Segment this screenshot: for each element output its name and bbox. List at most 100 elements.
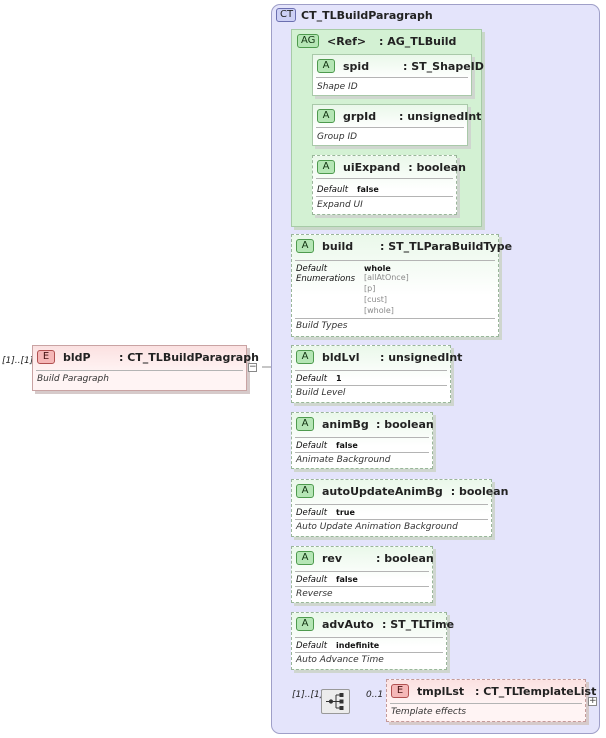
divider (36, 370, 243, 371)
element-badge: E (37, 350, 55, 364)
default-value: false (336, 441, 358, 450)
enum-value: [p] (364, 284, 376, 293)
child-cardinality: 0..1 (366, 690, 384, 700)
divider (295, 385, 447, 386)
attribute-bldLvl[interactable]: A bldLvl : unsignedInt Default 1 Build L… (291, 345, 462, 403)
root-cardinality: [1]..[1] (2, 356, 34, 366)
attribute-doc: Shape ID (317, 82, 358, 92)
attribute-doc: Auto Advance Time (296, 655, 384, 665)
element-name: tmplLst (417, 684, 465, 698)
attribute-type: : ST_TLTime (382, 617, 455, 631)
default-value: false (357, 185, 379, 194)
attribute-doc: Reverse (296, 589, 333, 599)
enum-value: [whole] (364, 306, 394, 315)
attribute-type: : boolean (376, 417, 434, 431)
default-label: Default (296, 508, 328, 518)
default-value: true (336, 508, 355, 517)
divider (295, 637, 443, 638)
attribute-badge: A (296, 617, 314, 631)
attribute-type: : boolean (408, 160, 466, 174)
attribute-badge: A (317, 59, 335, 73)
sequence-compositor-icon (326, 693, 344, 710)
attribute-doc: Auto Update Animation Background (296, 522, 458, 532)
root-element-doc: Build Paragraph (37, 374, 109, 384)
attribute-name: autoUpdateAnimBg (322, 484, 443, 498)
divider (295, 586, 429, 587)
sequence-compositor[interactable] (321, 689, 350, 714)
default-value: whole (364, 264, 391, 273)
attribute-spid[interactable]: A spid : ST_ShapeID Shape ID (312, 54, 484, 96)
attribute-name: build (322, 239, 354, 253)
element-badge: E (391, 684, 409, 698)
divider (295, 452, 429, 453)
attribute-group-type: : AG_TLBuild (379, 34, 457, 48)
attribute-type: : ST_TLParaBuildType (380, 239, 513, 253)
attribute-group-badge: AG (297, 34, 319, 48)
attribute-badge: A (317, 109, 335, 123)
default-label: Default (296, 374, 328, 384)
attribute-name: bldLvl (322, 350, 360, 364)
attribute-badge: A (296, 239, 314, 253)
attribute-advAuto[interactable]: A advAuto : ST_TLTime Default indefinite… (291, 612, 454, 670)
default-value: indefinite (336, 641, 380, 650)
divider (295, 370, 447, 371)
default-value: false (336, 575, 358, 584)
default-value: 1 (336, 374, 342, 383)
attribute-name: grpId (343, 109, 377, 123)
attribute-name: rev (322, 551, 343, 565)
attribute-type: : boolean (376, 551, 434, 565)
attribute-badge: A (296, 484, 314, 498)
attribute-doc: Build Level (296, 388, 346, 398)
attribute-name: spid (343, 59, 370, 73)
divider (295, 652, 443, 653)
enum-value: [allAtOnce] (364, 273, 409, 282)
attribute-doc: Build Types (296, 321, 348, 331)
attribute-animBg[interactable]: A animBg : boolean Default false Animate… (291, 412, 434, 469)
attribute-name: uiExpand (343, 160, 401, 174)
element-type: : CT_TLTemplateList (475, 684, 597, 698)
divider (295, 571, 429, 572)
attribute-badge: A (296, 417, 314, 431)
default-label: Default (296, 441, 328, 451)
divider (316, 178, 453, 179)
attribute-name: advAuto (322, 617, 374, 631)
attribute-badge: A (296, 350, 314, 364)
default-label: Default (296, 641, 328, 651)
element-doc: Template effects (391, 707, 467, 717)
sequence-cardinality: [1]..[1] (292, 690, 324, 700)
divider (295, 504, 488, 505)
attribute-type: : unsignedInt (399, 109, 482, 123)
attribute-rev[interactable]: A rev : boolean Default false Reverse (291, 546, 434, 603)
divider (295, 260, 495, 261)
root-element-name: bldP (63, 350, 91, 364)
divider (390, 703, 582, 704)
default-label: Default (317, 185, 349, 195)
collapse-toggle-icon[interactable]: − (248, 362, 257, 372)
attribute-doc: Group ID (317, 132, 358, 142)
default-label: Default (296, 264, 328, 274)
root-element-bldP[interactable]: E bldP : CT_TLBuildParagraph Build Parag… (32, 345, 259, 391)
attribute-type: : boolean (450, 484, 509, 498)
attribute-uiExpand[interactable]: A uiExpand : boolean Default false Expan… (312, 155, 466, 215)
divider (316, 127, 464, 128)
attribute-doc: Animate Background (296, 455, 391, 465)
element-tmplLst[interactable]: E tmplLst : CT_TLTemplateList Template e… (386, 679, 596, 722)
attribute-badge: A (296, 551, 314, 565)
divider (295, 318, 495, 319)
divider (295, 437, 429, 438)
enum-value: [cust] (364, 295, 388, 304)
attribute-name: animBg (322, 417, 369, 431)
attribute-group-ref: <Ref> (327, 34, 367, 48)
attribute-type: : unsignedInt (380, 350, 463, 364)
attribute-doc: Expand UI (317, 200, 363, 210)
enumerations-label: Enumerations (296, 274, 356, 284)
attribute-badge: A (317, 160, 335, 174)
attribute-grpId[interactable]: A grpId : unsignedInt Group ID (312, 104, 481, 146)
complex-type-badge: CT (276, 8, 296, 22)
attribute-build[interactable]: A build : ST_TLParaBuildType Default who… (291, 234, 512, 337)
expand-toggle-icon[interactable]: + (588, 696, 597, 706)
attribute-autoUpdateAnimBg[interactable]: A autoUpdateAnimBg : boolean Default tru… (291, 479, 508, 537)
complex-type-name: CT_TLBuildParagraph (301, 8, 433, 22)
complex-type-header: CT CT_TLBuildParagraph (276, 7, 433, 23)
divider (316, 77, 468, 78)
